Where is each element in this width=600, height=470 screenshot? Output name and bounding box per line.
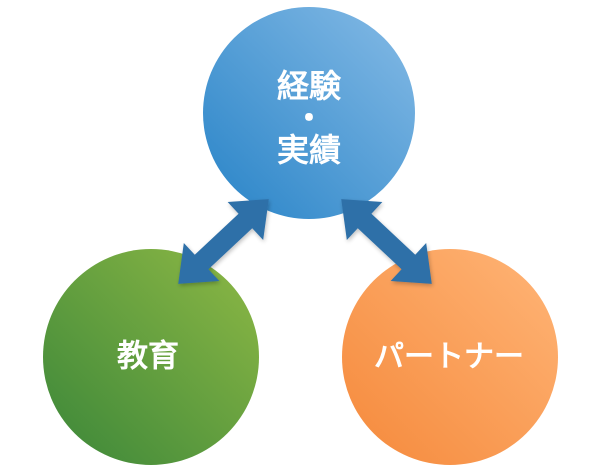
arrow-education-to-experience <box>178 199 269 284</box>
experience-label-line1: 経験 <box>277 67 342 105</box>
experience-label-line2: 実績 <box>277 131 341 169</box>
experience-label-separator: ・ <box>293 99 325 137</box>
partner-circle <box>342 249 558 465</box>
education-label: 教育 <box>117 339 179 375</box>
partner-label: パートナー <box>374 340 524 375</box>
arrow-partner-to-experience <box>341 199 432 284</box>
education-circle <box>43 249 259 465</box>
experience-results-circle <box>203 7 415 219</box>
